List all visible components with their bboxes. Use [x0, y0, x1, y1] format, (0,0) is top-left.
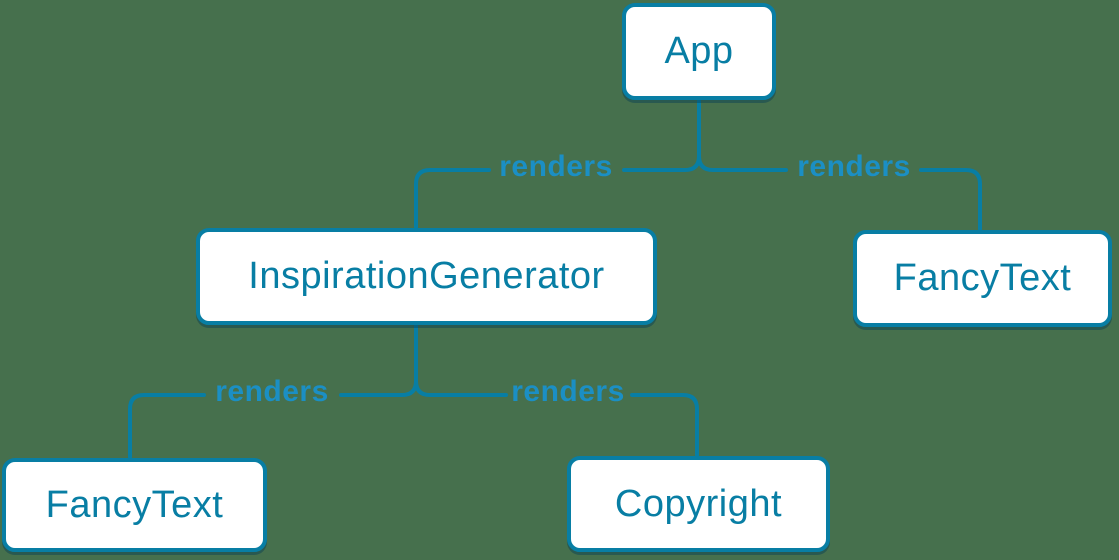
edge-app-to-inspirationgenerator-far: [414, 168, 491, 229]
node-fancy-text-right-label: FancyText: [893, 257, 1072, 299]
node-inspiration-generator-label: InspirationGenerator: [248, 255, 605, 297]
edge-app-to-fancytext-near: [697, 140, 788, 172]
edge-label-app-inspirationgenerator: renders: [499, 150, 613, 183]
node-inspiration-generator: InspirationGenerator: [196, 228, 657, 325]
edge-ig-to-copyright-far: [630, 393, 699, 457]
node-copyright: Copyright: [567, 456, 830, 552]
edge-label-app-fancytext: renders: [797, 150, 911, 183]
edge-label-ig-fancytext: renders: [215, 375, 329, 408]
node-fancy-text-left: FancyText: [2, 458, 267, 552]
edge-ig-to-fancytext-near: [339, 365, 418, 397]
edge-label-ig-copyright: renders: [511, 375, 625, 408]
node-app-label: App: [664, 30, 734, 72]
node-fancy-text-right: FancyText: [853, 230, 1112, 327]
node-fancy-text-left-label: FancyText: [45, 483, 224, 526]
edge-app-to-fancytext-far: [919, 168, 982, 231]
edge-app-to-inspirationgenerator-near: [622, 140, 701, 172]
node-app: App: [622, 3, 776, 100]
edge-ig-to-copyright-near: [414, 365, 508, 397]
node-copyright-label: Copyright: [614, 482, 783, 525]
edge-ig-to-fancytext-far: [128, 393, 206, 459]
